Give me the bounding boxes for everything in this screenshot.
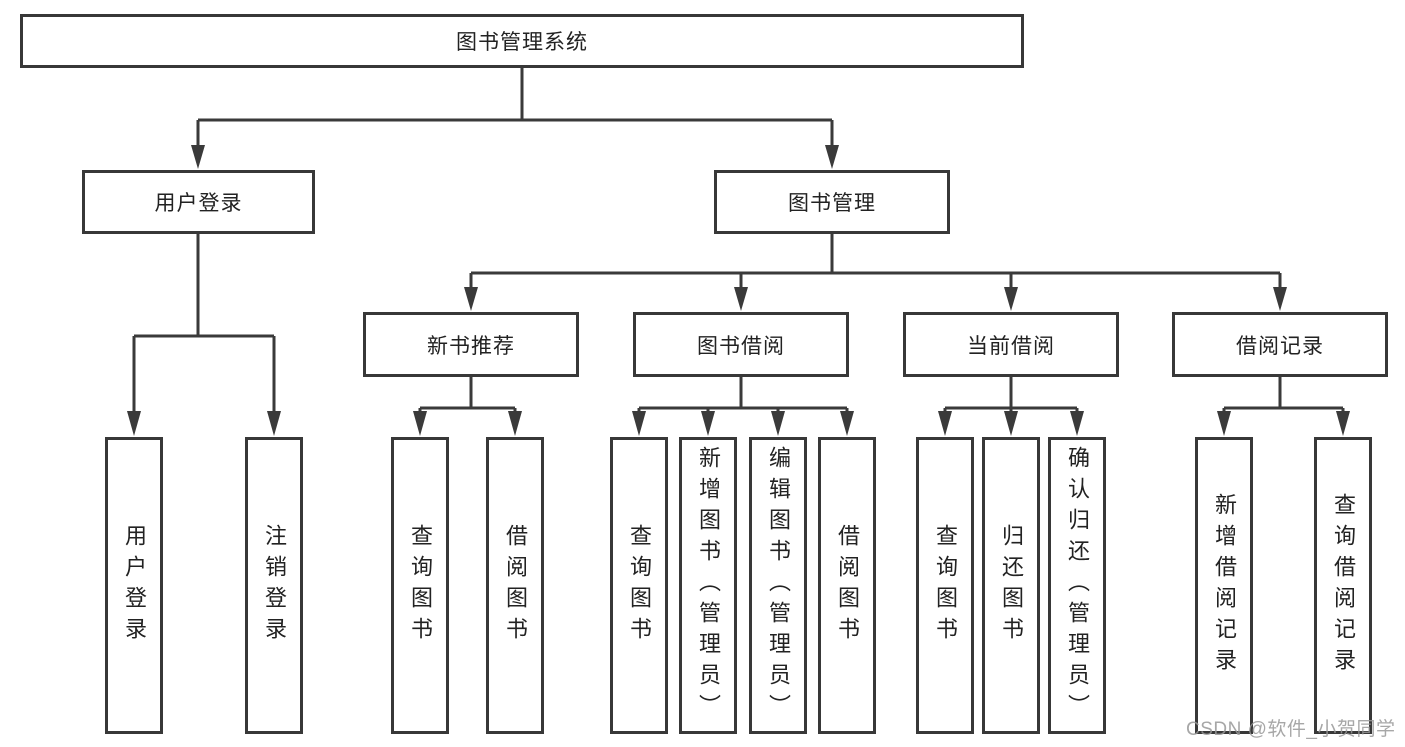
node-borrow-records: 借阅记录 (1172, 312, 1388, 377)
leaf-confirm-return-admin: 确认归还（管理员） (1048, 437, 1106, 734)
leaf-return-books-label: 归还图书 (999, 523, 1024, 648)
leaf-add-books-admin: 新增图书（管理员） (679, 437, 737, 734)
leaf-add-borrow-record-label: 新增借阅记录 (1212, 492, 1237, 679)
leaf-borrow-books: 借阅图书 (818, 437, 876, 734)
node-user-login-label: 用户登录 (154, 192, 243, 215)
node-user-login: 用户登录 (82, 170, 315, 234)
node-book-management-label: 图书管理 (788, 192, 876, 215)
node-book-borrow: 图书借阅 (633, 312, 849, 377)
arrowheads (127, 145, 1350, 436)
leaf-query-books-borrow-label: 查询图书 (627, 523, 652, 648)
csdn-watermark: CSDN @软件_小贺同学 (1186, 719, 1396, 740)
leaf-query-borrow-record: 查询借阅记录 (1314, 437, 1372, 734)
leaf-query-books-recommend-label: 查询图书 (408, 523, 433, 648)
node-book-borrow-label: 图书借阅 (697, 334, 785, 358)
leaf-add-books-admin-label: 新增图书（管理员） (696, 446, 721, 725)
leaf-edit-books-admin: 编辑图书（管理员） (749, 437, 807, 734)
node-current-borrow-label: 当前借阅 (967, 334, 1055, 358)
leaf-user-login-label: 用户登录 (122, 523, 147, 648)
leaf-query-books-recommend: 查询图书 (391, 437, 449, 734)
leaf-borrow-books-recommend-label: 借阅图书 (503, 523, 528, 648)
node-root-label: 图书管理系统 (456, 31, 588, 54)
leaf-add-borrow-record: 新增借阅记录 (1195, 437, 1253, 734)
leaf-borrow-books-label: 借阅图书 (835, 523, 860, 648)
node-new-book-recommend: 新书推荐 (363, 312, 579, 377)
node-root-library-system: 图书管理系统 (20, 14, 1024, 68)
leaf-return-books: 归还图书 (982, 437, 1040, 734)
leaf-user-login: 用户登录 (105, 437, 163, 734)
leaf-logout-label: 注销登录 (262, 523, 287, 648)
node-borrow-records-label: 借阅记录 (1236, 334, 1324, 358)
leaf-query-books-current-label: 查询图书 (933, 523, 958, 648)
node-current-borrow: 当前借阅 (903, 312, 1119, 377)
leaf-logout: 注销登录 (245, 437, 303, 734)
leaf-confirm-return-admin-label: 确认归还（管理员） (1065, 446, 1090, 725)
node-new-book-recommend-label: 新书推荐 (427, 334, 515, 358)
node-book-management: 图书管理 (714, 170, 950, 234)
leaf-query-books-borrow: 查询图书 (610, 437, 668, 734)
leaf-borrow-books-recommend: 借阅图书 (486, 437, 544, 734)
leaf-edit-books-admin-label: 编辑图书（管理员） (766, 446, 791, 725)
leaf-query-books-current: 查询图书 (916, 437, 974, 734)
leaf-query-borrow-record-label: 查询借阅记录 (1331, 492, 1356, 679)
